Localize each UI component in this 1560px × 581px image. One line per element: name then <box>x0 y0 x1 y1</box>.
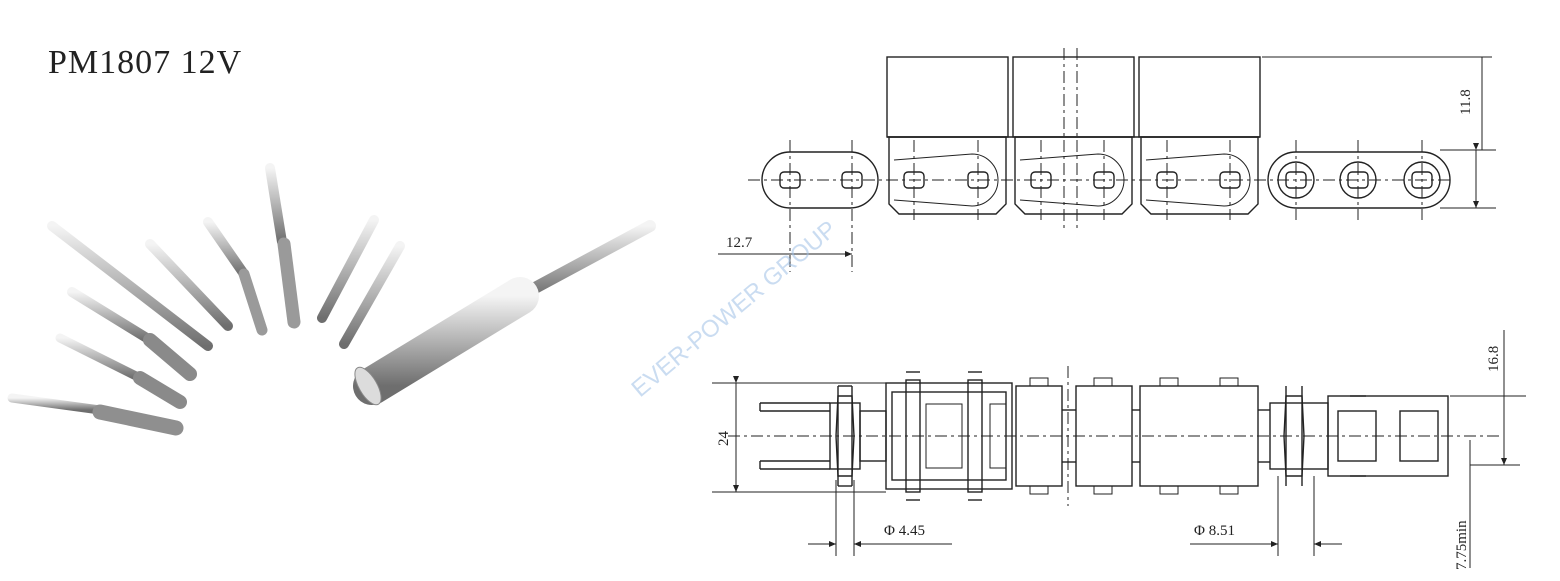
pin-1 <box>7 393 184 436</box>
dim-clearance: 7.75min <box>1454 520 1470 570</box>
pins-photo <box>7 163 656 436</box>
dim-width: 24 <box>716 431 732 447</box>
dim-pitch: 12.7 <box>726 235 753 251</box>
pin-5 <box>145 239 233 331</box>
product-title: PM1807 12V <box>48 44 243 81</box>
dim-pin-diameter: Φ 4.45 <box>884 523 925 539</box>
pin-4 <box>47 221 213 351</box>
pin-7 <box>265 163 301 329</box>
pin-3 <box>67 287 197 381</box>
dim-roller-diameter: Φ 8.51 <box>1194 523 1235 539</box>
pin-2 <box>55 333 187 409</box>
pin-10 <box>353 220 656 406</box>
pin-9 <box>339 241 405 349</box>
pin-8 <box>317 215 379 323</box>
pin-6 <box>203 217 268 336</box>
top-view: 11.8 12.7 <box>718 48 1496 272</box>
dim-top-height: 11.8 <box>1458 89 1474 115</box>
dim-side-height: 16.8 <box>1486 346 1502 372</box>
side-view: 24 16.8 7.75min Φ 4.45 Φ 8.51 <box>712 330 1526 570</box>
